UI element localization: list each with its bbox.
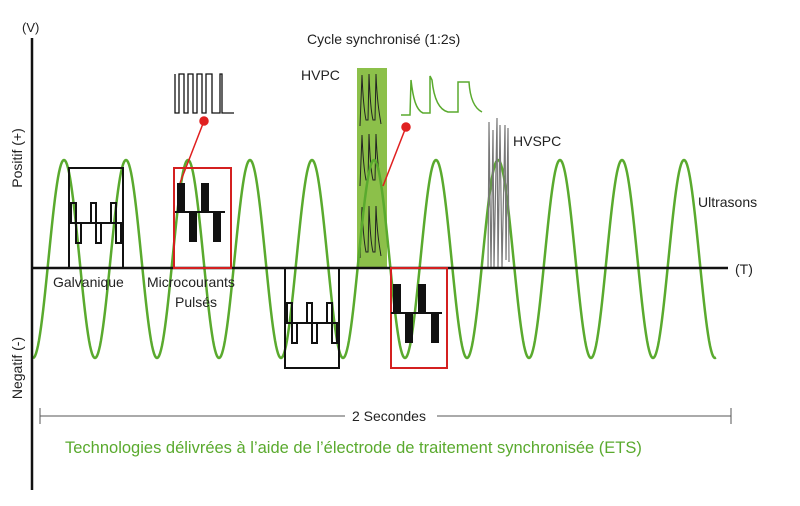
duration-label: 2 Secondes [352,408,426,424]
callout-lines [179,116,411,187]
galvanique-label: Galvanique [53,274,124,290]
caption: Technologies délivrées à l’aide de l’éle… [65,439,642,457]
ultrasound-sine-wave [32,158,717,360]
y-axis-unit: (V) [22,20,40,35]
microcourants-label: Microcourants [147,274,235,290]
negative-microcurrent-box [390,267,448,369]
cycle-title: Cycle synchronisé (1:2s) [307,31,461,47]
duration-bracket [39,408,732,424]
microcourants-pulse-detail [174,73,234,114]
hvpc-label: HVPC [301,67,340,83]
galvanique-box [68,167,124,269]
hvspc-label: HVSPC [513,133,562,149]
hvpc-pulses [359,73,382,259]
microcourants-box [173,167,232,269]
x-axis-unit: (T) [735,261,753,277]
hvspc-spikes [487,117,510,269]
ultrasons-label: Ultrasons [698,194,758,210]
negative-label: Negatif (-) [9,336,25,400]
negative-galvanic-box [284,267,340,369]
positive-label: Positif (+) [9,128,25,188]
hvpc-pulse-detail [401,75,483,116]
pulses-label: Pulsés [175,294,218,310]
